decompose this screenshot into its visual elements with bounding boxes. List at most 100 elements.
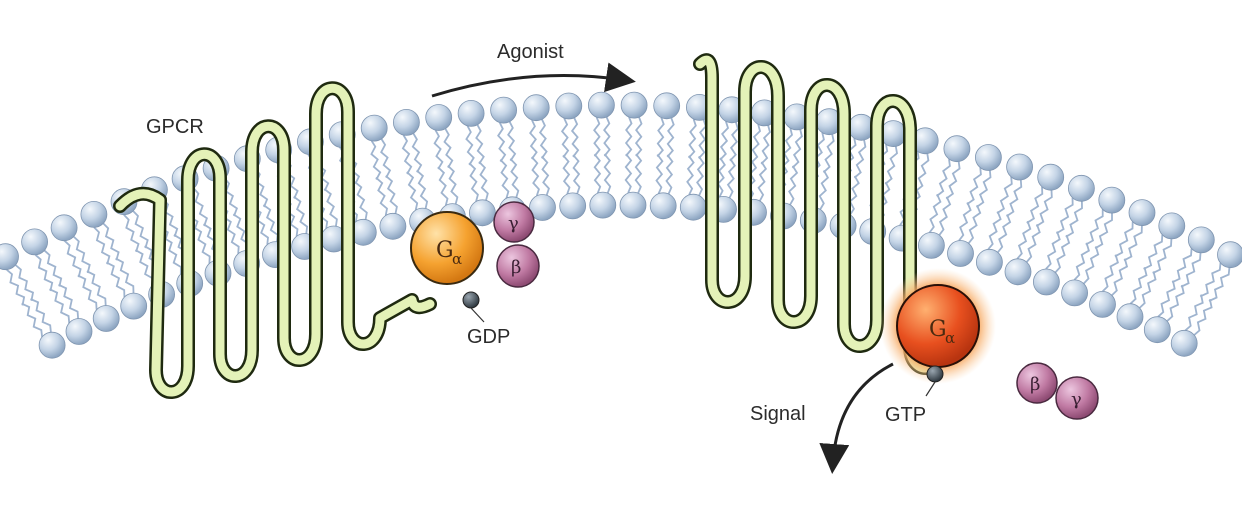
lipid-tail: [624, 116, 633, 157]
lipid-tail: [253, 207, 269, 245]
lipid-tail: [509, 158, 520, 198]
lipid-tail: [1006, 179, 1023, 218]
gtp-label: GTP: [885, 404, 926, 426]
lipid-tail: [1083, 246, 1100, 285]
lipid-tail: [848, 175, 860, 216]
lipid-tail: [562, 154, 571, 195]
lipid-tail: [370, 140, 382, 181]
lipid-head: [360, 114, 388, 142]
lipid-head: [529, 194, 556, 221]
lipid-tail: [716, 157, 726, 198]
lipid-tail: [966, 167, 982, 206]
lipid-tail: [14, 264, 35, 301]
lipid-tail: [1123, 225, 1143, 262]
lipid-tail: [475, 124, 485, 165]
lipid-tail: [688, 118, 697, 159]
beta-free-label: β: [1030, 374, 1040, 395]
lipid-tail: [1045, 231, 1061, 270]
lipid-head: [379, 212, 407, 240]
lipid-tail: [729, 121, 739, 162]
lipid-tail: [698, 119, 707, 160]
lipid-tail: [915, 153, 930, 192]
lipid-tail: [437, 166, 449, 206]
gpcr-helices-inactive-fill: [115, 83, 435, 397]
lipid-tail: [164, 237, 182, 274]
lipid-tail: [997, 214, 1012, 253]
lipid-head: [1068, 174, 1095, 202]
lipid-tail: [603, 153, 612, 194]
lipid-tail: [634, 116, 643, 157]
lipid-head: [1006, 153, 1033, 181]
lipid-tail: [411, 132, 423, 173]
lipid-tail: [115, 257, 135, 294]
lipid-tail: [193, 187, 208, 227]
lipid-head: [976, 248, 1003, 276]
gpcr-label: GPCR: [146, 116, 204, 138]
gtp-molecule: [926, 365, 944, 383]
lipid-tail: [719, 121, 730, 161]
gamma-free-label: γ: [1071, 389, 1082, 410]
lipid-head: [975, 144, 1002, 171]
lipid-tail: [1094, 213, 1113, 250]
g-beta-subunit: [496, 244, 540, 288]
lipid-head: [1158, 212, 1186, 240]
lipid-head: [490, 96, 518, 124]
lipid-head: [92, 305, 120, 332]
lipid-head: [80, 200, 108, 228]
agonist-label: Agonist: [497, 41, 564, 63]
g-alpha-label: G: [436, 238, 454, 263]
lipid-head: [880, 120, 907, 148]
lipid-tail: [938, 196, 952, 236]
lipid-tail: [49, 288, 71, 324]
lipid-head: [559, 192, 587, 220]
gdp-label: GDP: [467, 326, 510, 348]
lipid-tail: [132, 210, 149, 249]
g-beta-subunit-free: [1016, 362, 1058, 404]
lipid-tail: [1199, 262, 1222, 298]
g-alpha-subunit: [410, 211, 484, 285]
lipid-tail: [593, 116, 601, 157]
lipid-tail: [760, 125, 772, 165]
lipid-tail: [1111, 258, 1129, 297]
g-gamma-subunit: [493, 201, 535, 243]
lipid-head: [1037, 163, 1065, 191]
g-alpha-active-label: G: [929, 317, 947, 342]
lipid-tail: [853, 139, 867, 179]
lipid-tail: [822, 134, 835, 174]
lipid-head: [21, 228, 48, 256]
lipid-tail: [499, 158, 510, 199]
lipid-head: [555, 92, 583, 120]
lipid-tail: [560, 117, 570, 158]
lipid-head: [588, 91, 615, 119]
lipid-tail: [572, 154, 581, 194]
lipid-tail: [665, 154, 674, 195]
gpcr-inactive: [113, 81, 437, 399]
lipid-head: [947, 240, 974, 267]
lipid-tail: [102, 222, 120, 261]
lipid-tail: [375, 176, 388, 216]
lipid-tail: [656, 117, 665, 158]
lipid-tail: [781, 127, 793, 168]
lipid-head: [0, 243, 19, 271]
lipid-tail: [928, 193, 942, 234]
lipid-tail: [447, 165, 459, 205]
lipid-head: [50, 214, 78, 242]
lipid-tail: [34, 254, 54, 292]
g-alpha-sublabel: α: [452, 250, 462, 268]
lipid-tail: [1171, 248, 1193, 284]
lipid-tail: [223, 177, 238, 217]
lipid-head: [1143, 316, 1171, 344]
lipid-head: [1116, 303, 1144, 331]
lipid-head: [468, 199, 496, 227]
lipid-tail: [1152, 238, 1173, 275]
lipid-tail: [63, 240, 82, 278]
lipid-tail: [1157, 280, 1176, 318]
lipid-head: [1033, 268, 1060, 296]
lipid-tail: [1026, 223, 1041, 263]
gamma-label: γ: [508, 213, 519, 234]
lipid-tail: [750, 124, 762, 164]
lipid-tail: [884, 146, 898, 185]
lipid-head: [1217, 241, 1242, 269]
lipid-tail: [634, 153, 643, 194]
gdp-molecule: [462, 291, 480, 309]
